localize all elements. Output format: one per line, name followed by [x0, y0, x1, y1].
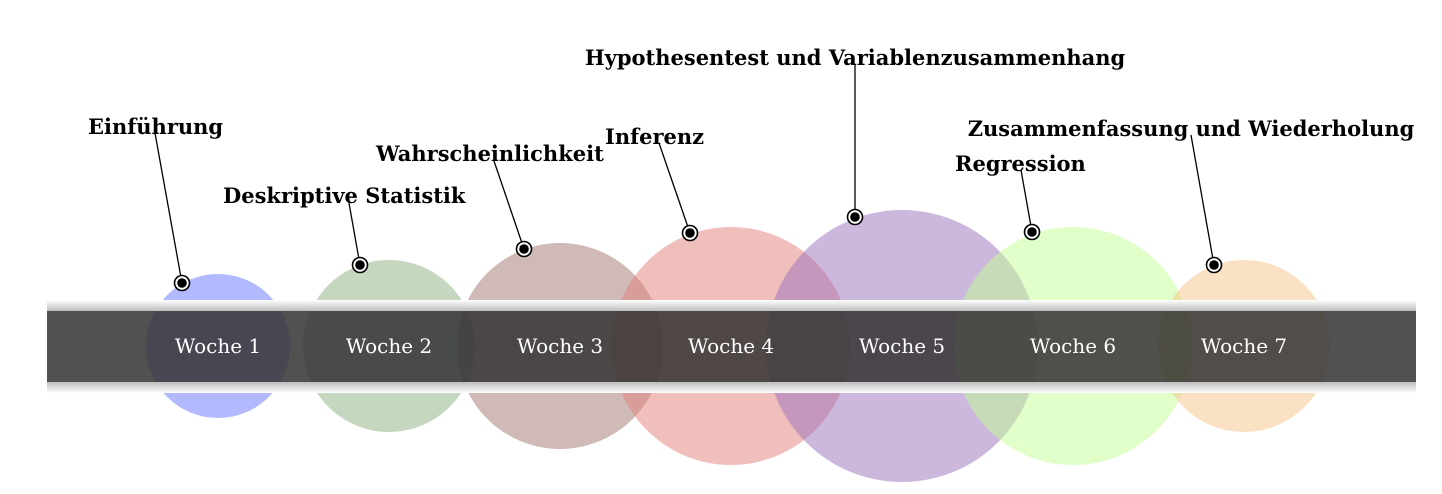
topic-label-6: Regression [955, 151, 1086, 176]
timeline-bar-body [47, 311, 1416, 382]
topic-connector-2 [348, 202, 361, 266]
week-label-5: Woche 5 [859, 334, 945, 358]
topic-pin-dot-2 [355, 260, 365, 270]
week-labels: Woche 1 Woche 2 Woche 3 Woche 4 Woche 5 Woche… [175, 334, 1287, 358]
topic-pin-dot-3 [519, 244, 529, 254]
week-label-7: Woche 7 [1201, 334, 1287, 358]
topic-label-2: Deskriptive Statistik [223, 183, 466, 208]
topic-connector-6 [1020, 169, 1033, 233]
topic-pin-dot-6 [1027, 227, 1037, 237]
topic-label-4: Inferenz [605, 124, 704, 149]
topic-connector-4 [658, 142, 691, 234]
topic-pin-dot-5 [850, 212, 860, 222]
week-label-2: Woche 2 [346, 334, 432, 358]
topic-label-3: Wahrscheinlichkeit [375, 141, 604, 166]
timeline-bar [47, 300, 1416, 393]
topic-connector-1 [154, 132, 183, 284]
topic-label-1: Einführung [88, 114, 223, 139]
week-label-3: Woche 3 [517, 334, 603, 358]
topic-connector-7 [1190, 134, 1215, 266]
topic-label-5: Hypothesentest und Variablenzusammenhang [585, 45, 1126, 70]
topic-label-7: Zusammenfassung und Wiederholung [968, 116, 1415, 141]
timeline-bar-top-edge [47, 300, 1416, 311]
timeline-bar-bottom-edge [47, 382, 1416, 393]
week-label-4: Woche 4 [688, 334, 774, 358]
topic-pin-dot-1 [177, 278, 187, 288]
topic-connector-3 [493, 160, 525, 250]
topic-pin-dot-4 [685, 228, 695, 238]
week-label-6: Woche 6 [1030, 334, 1116, 358]
topic-pin-dot-7 [1209, 260, 1219, 270]
week-label-1: Woche 1 [175, 334, 261, 358]
